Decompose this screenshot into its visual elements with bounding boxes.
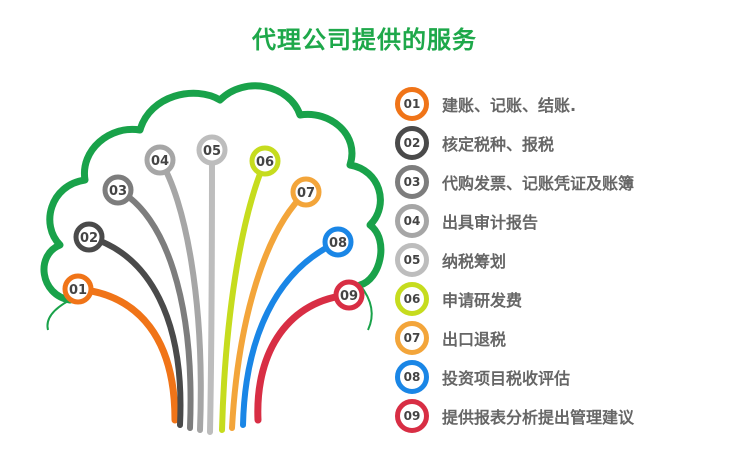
page-title: 代理公司提供的服务 <box>252 26 477 54</box>
service-item-05: 05 纳税筹划 <box>395 242 506 278</box>
stem-04 <box>157 157 204 433</box>
stem-01 <box>74 285 179 424</box>
svg-text:05: 05 <box>203 144 221 159</box>
service-label: 纳税筹划 <box>442 252 507 271</box>
tree-node-03: 03 <box>102 174 134 206</box>
svg-text:03: 03 <box>109 184 127 199</box>
number-badge: 07 <box>395 321 429 355</box>
number-badge: 04 <box>395 204 429 238</box>
service-label: 提供报表分析提出管理建议 <box>442 408 635 427</box>
stem-09 <box>254 291 353 424</box>
svg-text:09: 09 <box>340 289 358 304</box>
stem-08 <box>240 239 341 428</box>
stem-07 <box>229 189 309 431</box>
service-item-04: 04 出具审计报告 <box>395 203 538 239</box>
tree-node-02: 02 <box>73 221 105 253</box>
service-label: 申请研发费 <box>442 291 523 310</box>
number-badge: 01 <box>395 87 429 121</box>
tree-node-08: 08 <box>322 226 354 258</box>
service-item-08: 08 投资项目税收评估 <box>395 359 570 395</box>
stem-03 <box>115 187 194 431</box>
service-item-01: 01 建账、记账、结账. <box>395 86 576 122</box>
service-label: 代购发票、记账凭证及账簿 <box>442 174 635 193</box>
svg-text:04: 04 <box>151 154 169 169</box>
tree-node-04: 04 <box>144 144 176 176</box>
service-label: 投资项目税收评估 <box>442 369 571 388</box>
number-badge: 08 <box>395 360 429 394</box>
service-item-03: 03 代购发票、记账凭证及账簿 <box>395 164 634 200</box>
service-label: 出具审计报告 <box>442 213 539 232</box>
number-badge: 03 <box>395 165 429 199</box>
svg-text:01: 01 <box>69 283 87 298</box>
tree-node-05: 05 <box>196 134 228 166</box>
service-item-09: 09 提供报表分析提出管理建议 <box>395 398 634 434</box>
service-label: 建账、记账、结账. <box>442 96 577 115</box>
tree-node-07: 07 <box>290 176 322 208</box>
svg-text:08: 08 <box>329 236 347 251</box>
service-item-06: 06 申请研发费 <box>395 281 522 317</box>
service-item-02: 02 核定税种、报税 <box>395 125 554 161</box>
svg-text:07: 07 <box>297 186 315 201</box>
stem-05 <box>207 147 215 435</box>
number-badge: 09 <box>395 399 429 433</box>
tree-node-01: 01 <box>62 273 94 305</box>
stem-02 <box>86 234 184 428</box>
service-label: 核定税种、报税 <box>442 135 555 154</box>
tree-node-09: 09 <box>333 279 365 311</box>
svg-text:06: 06 <box>256 155 274 170</box>
service-label: 出口退税 <box>442 330 507 349</box>
number-badge: 06 <box>395 282 429 316</box>
svg-text:02: 02 <box>80 231 98 246</box>
service-item-07: 07 出口退税 <box>395 320 506 356</box>
tree-node-06: 06 <box>249 145 281 177</box>
number-badge: 02 <box>395 126 429 160</box>
cloud-outline <box>40 82 385 304</box>
stem-06 <box>219 158 268 433</box>
number-badge: 05 <box>395 243 429 277</box>
